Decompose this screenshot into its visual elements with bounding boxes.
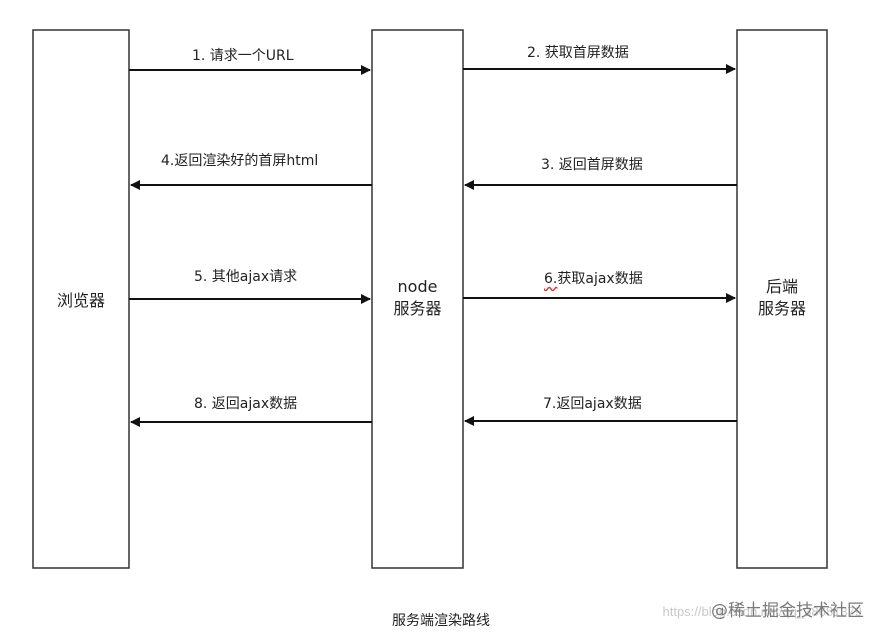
- backend-server-label-line2: 服务器: [757, 299, 806, 318]
- node-server-label: node 服务器: [372, 276, 463, 320]
- diagram-caption: 服务端渲染路线: [392, 613, 490, 629]
- csdn-watermark: https://blog.csdn.net/qq_38681379: [662, 604, 863, 619]
- backend-server-box: [736, 29, 828, 569]
- backend-server-label: 后端 服务器: [737, 276, 827, 320]
- message-7-label: 7.返回ajax数据: [543, 396, 642, 412]
- message-5-label: 5. 其他ajax请求: [194, 269, 298, 285]
- message-4-label: 4.返回渲染好的首屏html: [161, 153, 319, 169]
- juejin-watermark: @稀土掘金技术社区: [711, 601, 864, 621]
- message-2-label: 2. 获取首屏数据: [527, 45, 629, 61]
- browser-label: 浏览器: [33, 290, 129, 312]
- backend-server-label-line1: 后端: [765, 277, 798, 296]
- message-6-label: 6.获取ajax数据: [544, 270, 643, 288]
- node-server-label-line2: 服务器: [393, 299, 442, 318]
- message-1-label: 1. 请求一个URL: [192, 48, 294, 64]
- message-8-label: 8. 返回ajax数据: [194, 396, 298, 412]
- message-6-text: 获取ajax数据: [557, 271, 643, 287]
- browser-label-text: 浏览器: [56, 291, 105, 310]
- node-server-box: [371, 29, 464, 569]
- browser-box: [32, 29, 130, 569]
- message-6-prefix: 6.: [544, 271, 558, 287]
- node-server-label-line1: node: [397, 277, 438, 296]
- message-3-label: 3. 返回首屏数据: [541, 157, 643, 173]
